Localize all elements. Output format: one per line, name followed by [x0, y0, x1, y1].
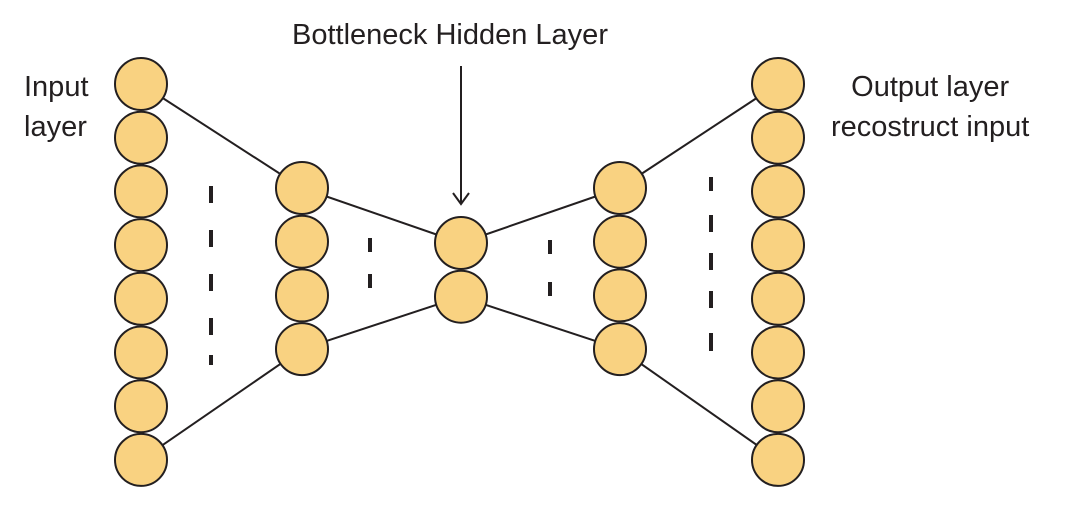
input-node — [114, 218, 168, 273]
connector-line-bottom — [301, 295, 462, 351]
output-layer-label-line2: recostruct input — [831, 111, 1030, 143]
output-layer-label-line1: Output layer — [851, 71, 1010, 103]
hidden-2-node — [593, 322, 647, 377]
hidden-2-node — [593, 268, 647, 323]
input-node — [114, 325, 168, 380]
hidden-1-node — [275, 214, 329, 269]
connector-line-bottom — [460, 295, 621, 351]
input-node — [114, 432, 168, 487]
hidden-2-node — [593, 161, 647, 215]
bottleneck-node — [434, 216, 488, 270]
output-node — [751, 325, 805, 380]
output-node — [751, 57, 805, 111]
input-node — [114, 110, 168, 165]
connector-line-top — [619, 83, 779, 189]
arrow-head — [452, 192, 470, 206]
input-layer-label: Input layer — [24, 67, 89, 147]
hidden-1-node — [275, 161, 329, 215]
output-node — [751, 110, 805, 165]
bottleneck-node — [434, 269, 488, 324]
connector-line-bottom — [619, 348, 779, 461]
connector-lines — [140, 83, 779, 461]
bottleneck-arrow — [452, 66, 470, 206]
hidden-2-node — [593, 214, 647, 269]
output-node — [751, 432, 805, 487]
input-node — [114, 164, 168, 219]
connector-line-top — [460, 187, 621, 244]
output-node — [751, 218, 805, 273]
output-node — [751, 271, 805, 326]
connector-line-bottom — [140, 348, 303, 461]
hidden-1-node — [275, 268, 329, 323]
input-layer-label-line2: layer — [24, 111, 87, 143]
connector-line-top — [301, 187, 462, 244]
bottleneck-label: Bottleneck Hidden Layer — [292, 19, 608, 51]
hidden-1-node — [275, 322, 329, 377]
input-node — [114, 271, 168, 326]
output-node — [751, 164, 805, 219]
input-node — [114, 57, 168, 111]
input-node — [114, 379, 168, 434]
network-nodes — [114, 57, 805, 487]
output-layer-label: Output layer recostruct input — [831, 67, 1029, 147]
ellipsis-dashes — [209, 177, 713, 365]
input-layer-label-line1: Input — [24, 71, 89, 103]
output-node — [751, 379, 805, 434]
connector-line-top — [140, 83, 303, 189]
